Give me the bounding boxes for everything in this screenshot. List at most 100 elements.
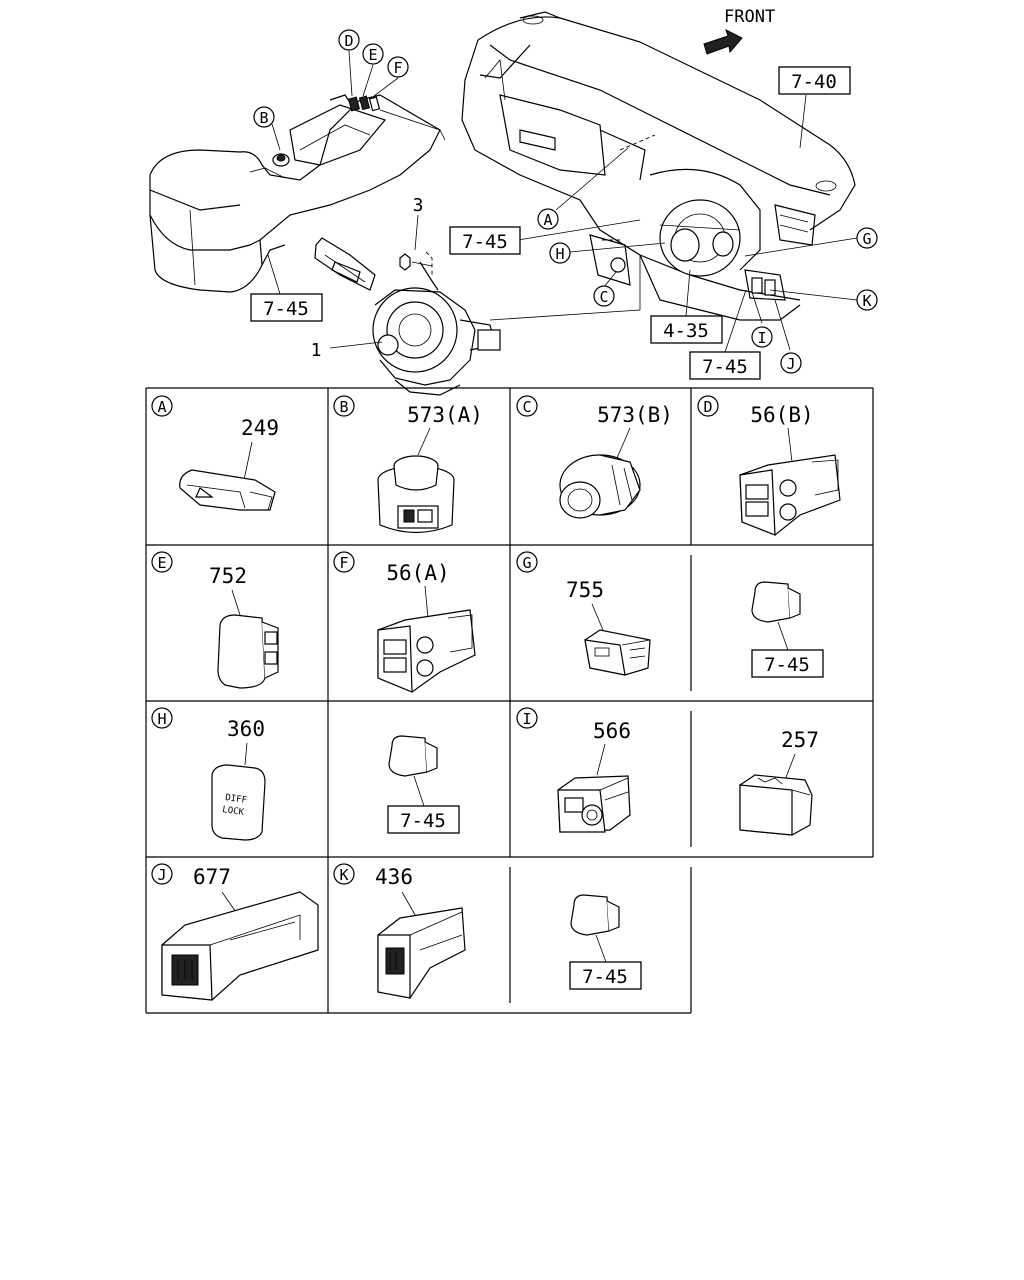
svg-text:7-45: 7-45 [582, 966, 628, 988]
cell-I: I 566 [516, 707, 631, 833]
cell-J: J 677 [151, 863, 319, 1001]
ref-box-7-45-panel[interactable]: 7-45 [689, 351, 761, 380]
svg-text:B: B [339, 398, 348, 416]
part-number-1: 1 [311, 340, 322, 361]
svg-text:B: B [259, 109, 268, 127]
callout-H: H [549, 242, 571, 264]
grid-lines [145, 387, 874, 1014]
callout-K: K [856, 289, 878, 311]
cell-letter-C: C [516, 395, 538, 417]
callout-B: B [253, 106, 275, 128]
cell-G: G 755 [516, 551, 651, 676]
part-number: 573(A) [407, 403, 483, 427]
blank-switch-drawing [217, 614, 279, 689]
front-arrow-icon [703, 29, 743, 55]
svg-text:H: H [555, 245, 564, 263]
cell-K: K 436 [333, 863, 466, 999]
cell-letter-F: F [333, 551, 355, 573]
svg-text:K: K [339, 866, 348, 884]
cell-letter-J: J [151, 863, 173, 885]
cell-letter-B: B [333, 395, 355, 417]
overview-illustration: FRONT [149, 7, 878, 396]
svg-text:F: F [339, 554, 348, 572]
cell-letter-E: E [151, 551, 173, 573]
callout-A: A [537, 208, 559, 230]
svg-text:7-45: 7-45 [263, 298, 309, 320]
svg-text:7-40: 7-40 [791, 71, 837, 93]
svg-text:E: E [157, 554, 166, 572]
part-number: 249 [241, 416, 279, 440]
svg-text:G: G [862, 230, 871, 248]
diff-lock-label: DIFF [225, 793, 248, 806]
svg-text:4-35: 4-35 [663, 320, 709, 342]
front-label: FRONT [724, 7, 775, 27]
parts-grid: A 249 B 573(A) [145, 387, 874, 1014]
callout-I: I [751, 326, 773, 348]
ref-box-7-45[interactable]: 7-45 [569, 961, 642, 990]
part-number: 677 [193, 865, 231, 889]
svg-text:G: G [522, 554, 531, 572]
cell-F: F 56(A) [333, 551, 476, 693]
part-number: 436 [375, 865, 413, 889]
part-number: 56(A) [386, 561, 449, 585]
dual-switch-drawing [557, 775, 631, 833]
cell-B: B 573(A) [333, 395, 483, 534]
seat-heater-switch-drawing [739, 454, 841, 536]
part-number: 360 [227, 717, 265, 741]
svg-text:D: D [703, 398, 712, 416]
ref-box-7-40[interactable]: 7-40 [778, 66, 851, 95]
center-console-drawing [149, 94, 446, 293]
cell-E: E 752 [151, 551, 279, 689]
blank-panel-drawing [739, 774, 813, 836]
svg-text:K: K [862, 292, 871, 310]
level-switch-drawing [377, 907, 466, 999]
cell-letter-H: H [151, 707, 173, 729]
svg-text:7-45: 7-45 [702, 356, 748, 378]
callout-E: E [362, 43, 384, 65]
svg-text:C: C [599, 288, 608, 306]
svg-text:A: A [157, 398, 166, 416]
callout-C: C [593, 285, 615, 307]
ref-box-7-45[interactable]: 7-45 [751, 649, 824, 678]
callout-D: D [338, 29, 360, 51]
ref-box-7-45-dash[interactable]: 7-45 [449, 226, 521, 255]
cell-letter-K: K [333, 863, 355, 885]
svg-text:A: A [543, 211, 552, 229]
ref-box-7-45-console[interactable]: 7-45 [250, 293, 323, 322]
cell-letter-G: G [516, 551, 538, 573]
small-switch-drawing [584, 629, 651, 676]
combination-switch-drawing [314, 237, 501, 396]
cell-blank-7-45-row4: 7-45 [569, 894, 642, 990]
cell-letter-D: D [697, 395, 719, 417]
cell-H: H 360 DIFF LOCK [151, 707, 266, 841]
callout-F: F [387, 56, 409, 78]
svg-text:F: F [393, 59, 402, 77]
ref-box-7-45[interactable]: 7-45 [387, 805, 460, 834]
hazard-switch-drawing [179, 469, 276, 511]
cell-blank-7-45-row2: 7-45 [751, 581, 824, 678]
svg-text:7-45: 7-45 [462, 231, 508, 253]
mirror-switch-knob-drawing [377, 455, 455, 534]
rotary-knob-drawing [559, 454, 641, 519]
cell-letter-A: A [151, 395, 173, 417]
dimmer-switch-drawing [161, 891, 319, 1001]
seat-heater-switch-drawing [377, 609, 476, 693]
ref-box-4-35[interactable]: 4-35 [650, 315, 723, 344]
part-number: 752 [209, 564, 247, 588]
svg-text:H: H [157, 710, 166, 728]
part-number: 56(B) [750, 403, 813, 427]
svg-text:D: D [344, 32, 353, 50]
svg-text:J: J [157, 866, 166, 884]
cell-257: 257 [739, 728, 819, 836]
blank-cover-drawing [388, 735, 438, 777]
cell-letter-I: I [516, 707, 538, 729]
part-number: 573(B) [597, 403, 673, 427]
diff-lock-switch-drawing: DIFF LOCK [211, 764, 266, 841]
instrument-panel-drawing [461, 11, 856, 321]
cell-A: A 249 [151, 395, 279, 511]
callout-G: G [856, 227, 878, 249]
cell-C: C 573(B) [516, 395, 673, 519]
svg-text:I: I [757, 329, 766, 347]
svg-text:I: I [522, 710, 531, 728]
